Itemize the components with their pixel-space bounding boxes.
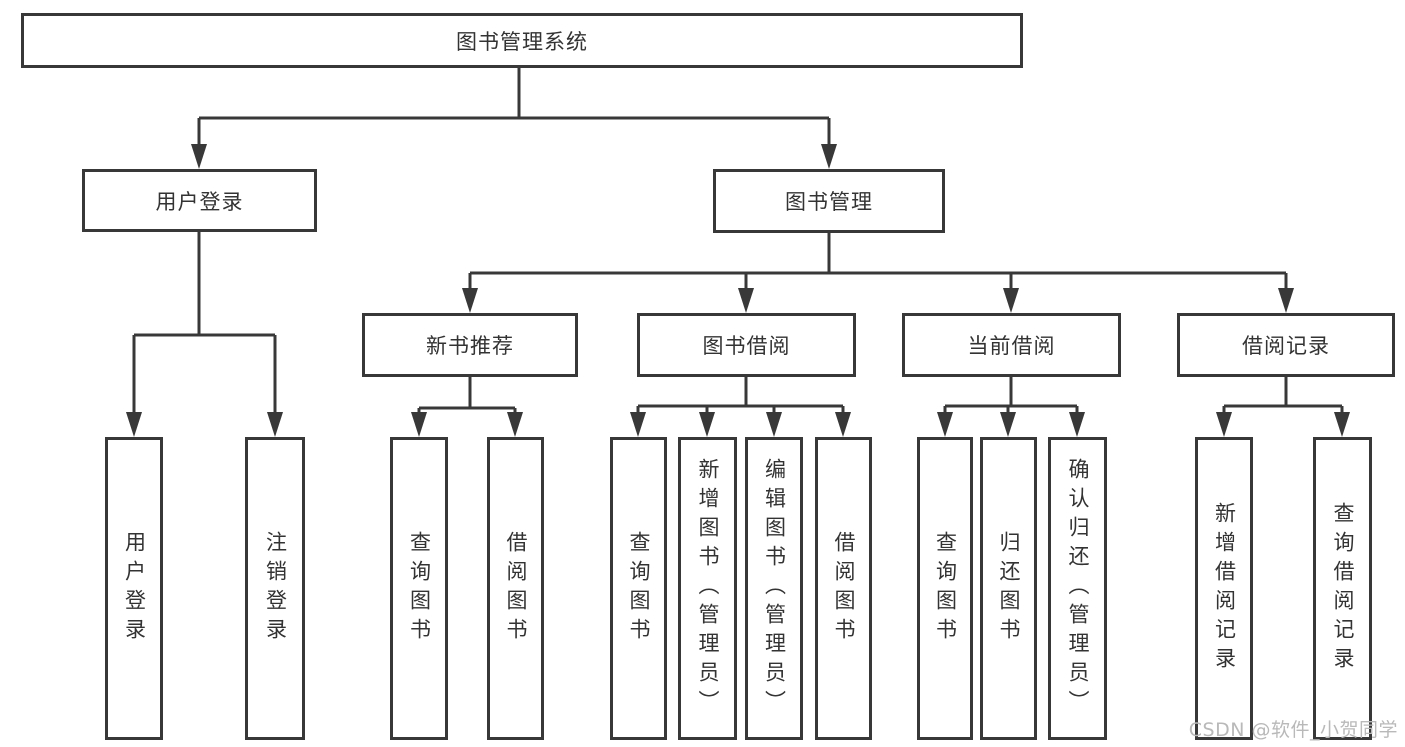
node-current-borrow-label: 当前借阅 [967,334,1056,358]
node-new-book-recommend-label: 新书推荐 [426,334,514,358]
leaf-confirm-return-admin: 确认归还（管理员） [1048,437,1107,740]
node-user-login-label: 用户登录 [155,189,244,214]
node-book-management: 图书管理 [713,169,945,233]
leaf-edit-books-admin: 编辑图书（管理员） [745,437,803,740]
leaf-query-borrow-record-label: 查询借阅记录 [1331,501,1355,676]
leaf-query-books-2: 查询图书 [610,437,667,740]
leaf-query-books-1-label: 查询图书 [407,530,432,647]
node-book-borrow-label: 图书借阅 [702,334,791,358]
leaf-user-login: 用户登录 [105,437,163,740]
node-book-management-label: 图书管理 [785,190,873,214]
node-book-borrow: 图书借阅 [637,313,856,377]
node-root-label: 图书管理系统 [456,29,588,54]
leaf-query-borrow-record: 查询借阅记录 [1313,437,1372,740]
node-current-borrow: 当前借阅 [902,313,1121,377]
leaf-confirm-return-admin-label: 确认归还（管理员） [1066,458,1090,719]
leaf-user-login-label: 用户登录 [122,530,147,647]
leaf-borrow-books-2: 借阅图书 [815,437,872,740]
leaf-return-books-label: 归还图书 [997,530,1021,647]
node-borrow-records-label: 借阅记录 [1242,334,1330,358]
leaf-add-books-admin: 新增图书（管理员） [678,437,737,740]
leaf-borrow-books-1: 借阅图书 [487,437,544,740]
leaf-add-borrow-record-label: 新增借阅记录 [1212,501,1237,676]
leaf-add-books-admin-label: 新增图书（管理员） [696,458,720,719]
node-borrow-records: 借阅记录 [1177,313,1395,377]
node-user-login: 用户登录 [82,169,317,232]
leaf-return-books: 归还图书 [980,437,1037,740]
node-root-library-system: 图书管理系统 [21,13,1023,68]
leaf-logout-label: 注销登录 [263,530,288,647]
leaf-add-borrow-record: 新增借阅记录 [1195,437,1253,740]
leaf-query-books-1: 查询图书 [390,437,448,740]
leaf-borrow-books-2-label: 借阅图书 [832,530,856,647]
leaf-logout: 注销登录 [245,437,305,740]
leaf-query-books-2-label: 查询图书 [627,530,651,647]
leaf-query-books-3-label: 查询图书 [933,530,958,647]
leaf-edit-books-admin-label: 编辑图书（管理员） [762,458,787,719]
leaf-query-books-3: 查询图书 [917,437,973,740]
leaf-borrow-books-1-label: 借阅图书 [504,530,528,647]
node-new-book-recommend: 新书推荐 [362,313,578,377]
csdn-watermark: CSDN @软件_小贺同学 [1188,719,1398,741]
